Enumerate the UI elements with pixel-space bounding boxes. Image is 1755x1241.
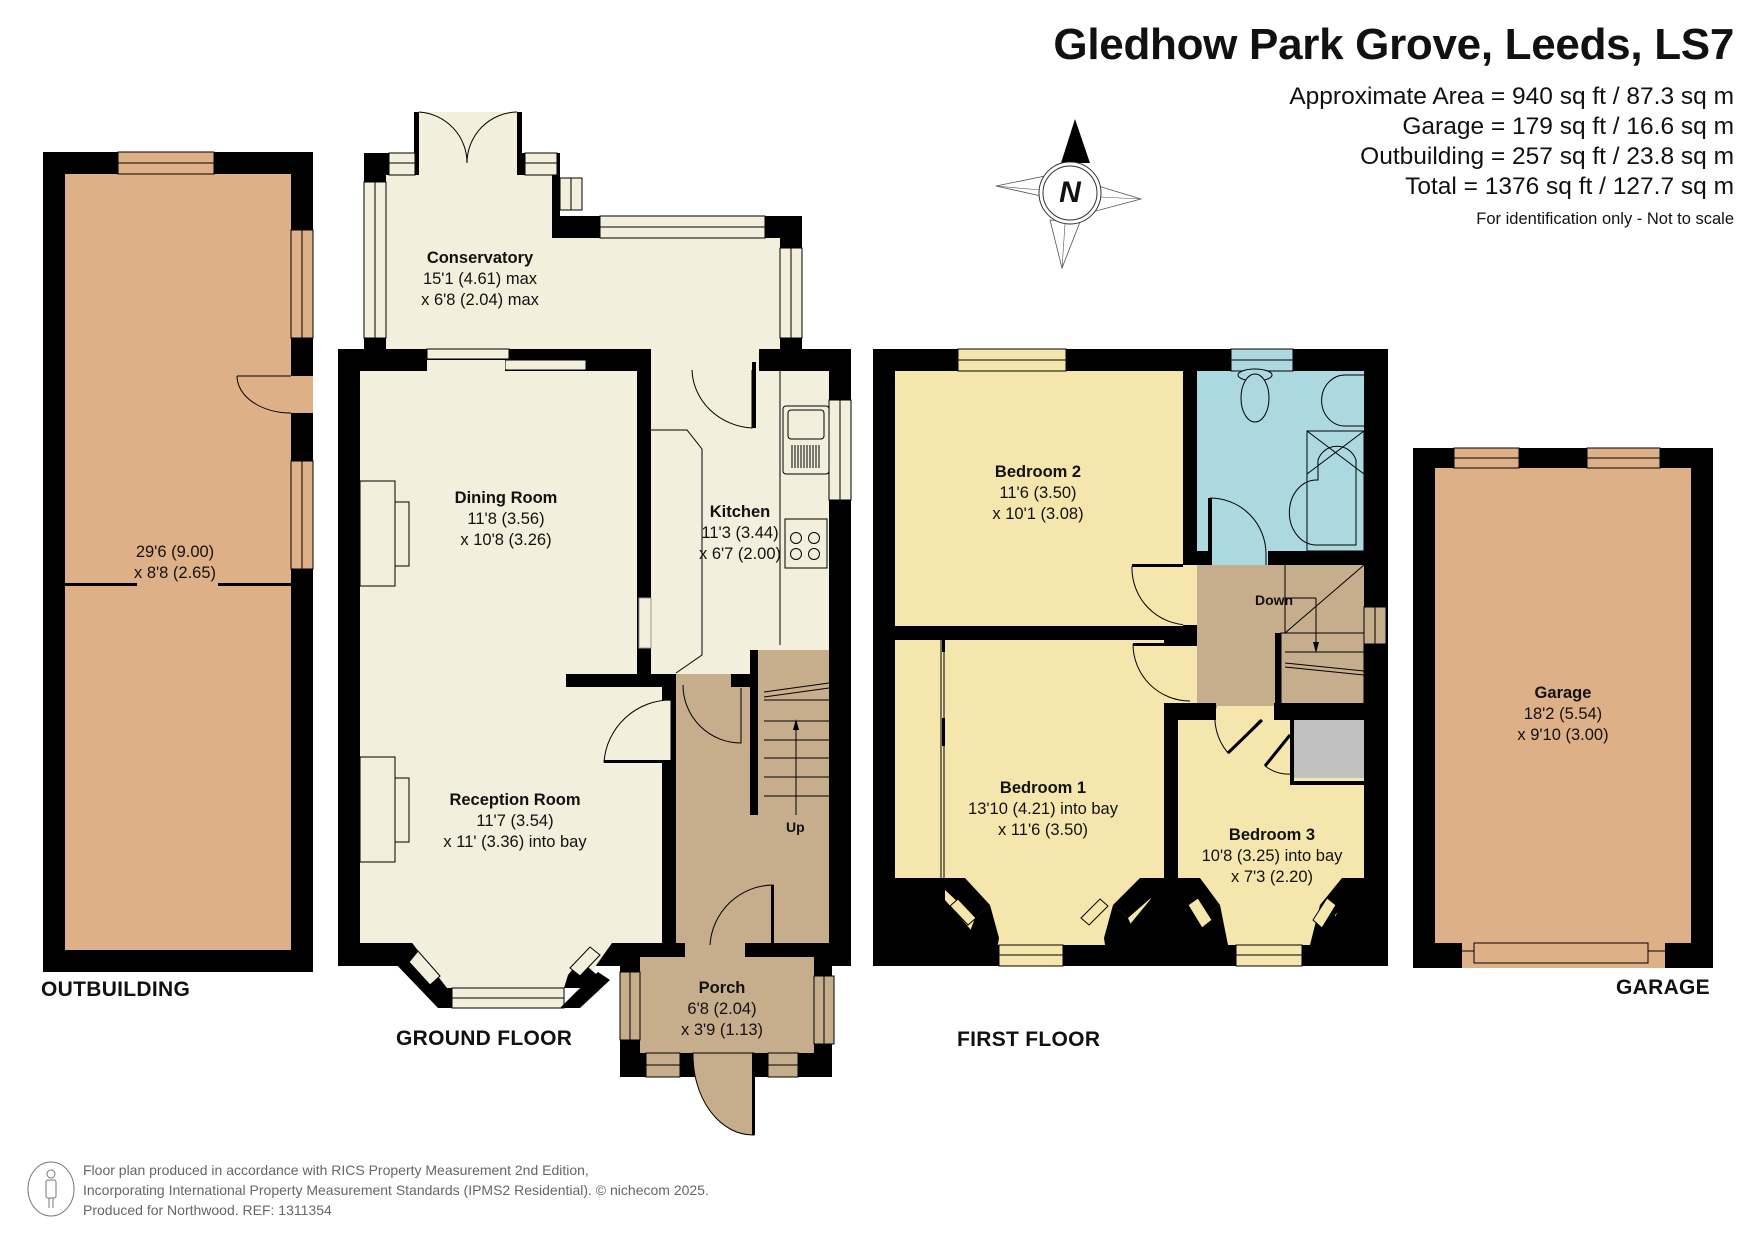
property-title: Gledhow Park Grove, Leeds, LS7 (1053, 20, 1734, 69)
room-dimension-1: 6'8 (2.04) (687, 1000, 757, 1018)
compass-north-label: N (1059, 176, 1081, 209)
room-name: Bedroom 3 (1228, 826, 1316, 844)
stairs-down-label: Down (1255, 592, 1294, 608)
floor-label-first-floor: FIRST FLOOR (957, 1028, 1101, 1051)
room-dimension-2: x 6'8 (2.04) max (421, 291, 539, 309)
room-dimension-2: x 11' (3.36) into bay (443, 833, 587, 851)
floor-label-garage: GARAGE (1616, 976, 1710, 999)
room-dimension-1: 11'8 (3.56) (467, 510, 545, 528)
room-dimension-2: x 11'6 (3.50) (998, 821, 1088, 839)
stairs-up-label: Up (786, 819, 805, 835)
room-name: Dining Room (454, 489, 558, 507)
room-dimension-2: x 3'9 (1.13) (680, 1021, 764, 1039)
garage-plan (1413, 447, 1713, 968)
total-area: Total = 1376 sq ft / 127.7 sq m (1405, 173, 1734, 200)
room-dining-room: Dining Room 11'8 (3.56) x 10'8 (3.26) (455, 488, 558, 551)
room-conservatory: Conservatory 15'1 (4.61) max x 6'8 (2.04… (421, 248, 539, 311)
room-name: Garage (1534, 684, 1592, 702)
room-name: Kitchen (709, 503, 771, 521)
room-dimension-2: x 8'8 (2.65) (133, 564, 217, 582)
footer-line-1: Floor plan produced in accordance with R… (83, 1162, 589, 1178)
room-dimension-1: 18'2 (5.54) (1523, 705, 1603, 723)
ground-floor-plan (338, 111, 852, 1136)
footer-line-2: Incorporating International Property Mea… (83, 1182, 709, 1198)
north-compass-icon (995, 119, 1143, 270)
room-dimension-1: 15'1 (4.61) max (422, 270, 538, 288)
floor-label-ground-floor: GROUND FLOOR (396, 1027, 573, 1050)
room-name: Bedroom 2 (994, 463, 1082, 481)
room-name: Porch (698, 979, 746, 997)
room-bedroom-2: Bedroom 2 11'6 (3.50) x 10'1 (3.08) (992, 462, 1083, 525)
room-reception-room: Reception Room 11'7 (3.54) x 11' (3.36) … (443, 790, 586, 853)
room-dimension-1: 13'10 (4.21) into bay (968, 800, 1118, 818)
room-dimension-1: 11'3 (3.44) (701, 524, 779, 542)
approximate-area: Approximate Area = 940 sq ft / 87.3 sq m (1289, 83, 1734, 110)
room-dimension-2: x 10'8 (3.26) (460, 531, 552, 549)
footer-line-3: Produced for Northwood. REF: 1311354 (83, 1202, 332, 1218)
outbuilding-plan (43, 151, 314, 972)
first-floor-plan (873, 348, 1388, 967)
room-dimension-2: x 6'7 (2.00) (698, 545, 782, 563)
garage-area: Garage = 179 sq ft / 16.6 sq m (1402, 113, 1734, 140)
footer-disclaimer: Floor plan produced in accordance with R… (83, 1160, 709, 1220)
room-kitchen: Kitchen 11'3 (3.44) x 6'7 (2.00) (699, 502, 781, 565)
room-bedroom-1: Bedroom 1 13'10 (4.21) into bay x 11'6 (… (968, 778, 1118, 841)
room-dimension-2: x 10'1 (3.08) (992, 505, 1084, 523)
room-dimension-1: 29'6 (9.00) (135, 543, 215, 561)
room-dimension-2: x 7'3 (2.20) (1230, 868, 1314, 886)
floor-label-outbuilding: OUTBUILDING (41, 978, 191, 1001)
room-dimension-1: 11'6 (3.50) (999, 484, 1077, 502)
room-garage: Garage 18'2 (5.54) x 9'10 (3.00) (1517, 683, 1608, 746)
room-name: Conservatory (426, 249, 534, 267)
room-name: Bedroom 1 (999, 779, 1087, 797)
room-bedroom-3: Bedroom 3 10'8 (3.25) into bay x 7'3 (2.… (1202, 825, 1343, 888)
room-porch: Porch 6'8 (2.04) x 3'9 (1.13) (681, 978, 763, 1041)
room-dimension-1: 10'8 (3.25) into bay (1201, 847, 1343, 865)
scale-disclaimer: For identification only - Not to scale (1476, 210, 1734, 228)
ipms-person-icon (27, 1161, 75, 1217)
room-dimension-1: 11'7 (3.54) (476, 812, 554, 830)
room-dimension-2: x 9'10 (3.00) (1517, 726, 1609, 744)
room-outbuilding: 29'6 (9.00) x 8'8 (2.65) (134, 542, 216, 584)
outbuilding-area: Outbuilding = 257 sq ft / 23.8 sq m (1360, 143, 1734, 170)
room-name: Reception Room (449, 791, 581, 809)
area-summary: Approximate Area = 940 sq ft / 87.3 sq m… (1289, 82, 1734, 202)
